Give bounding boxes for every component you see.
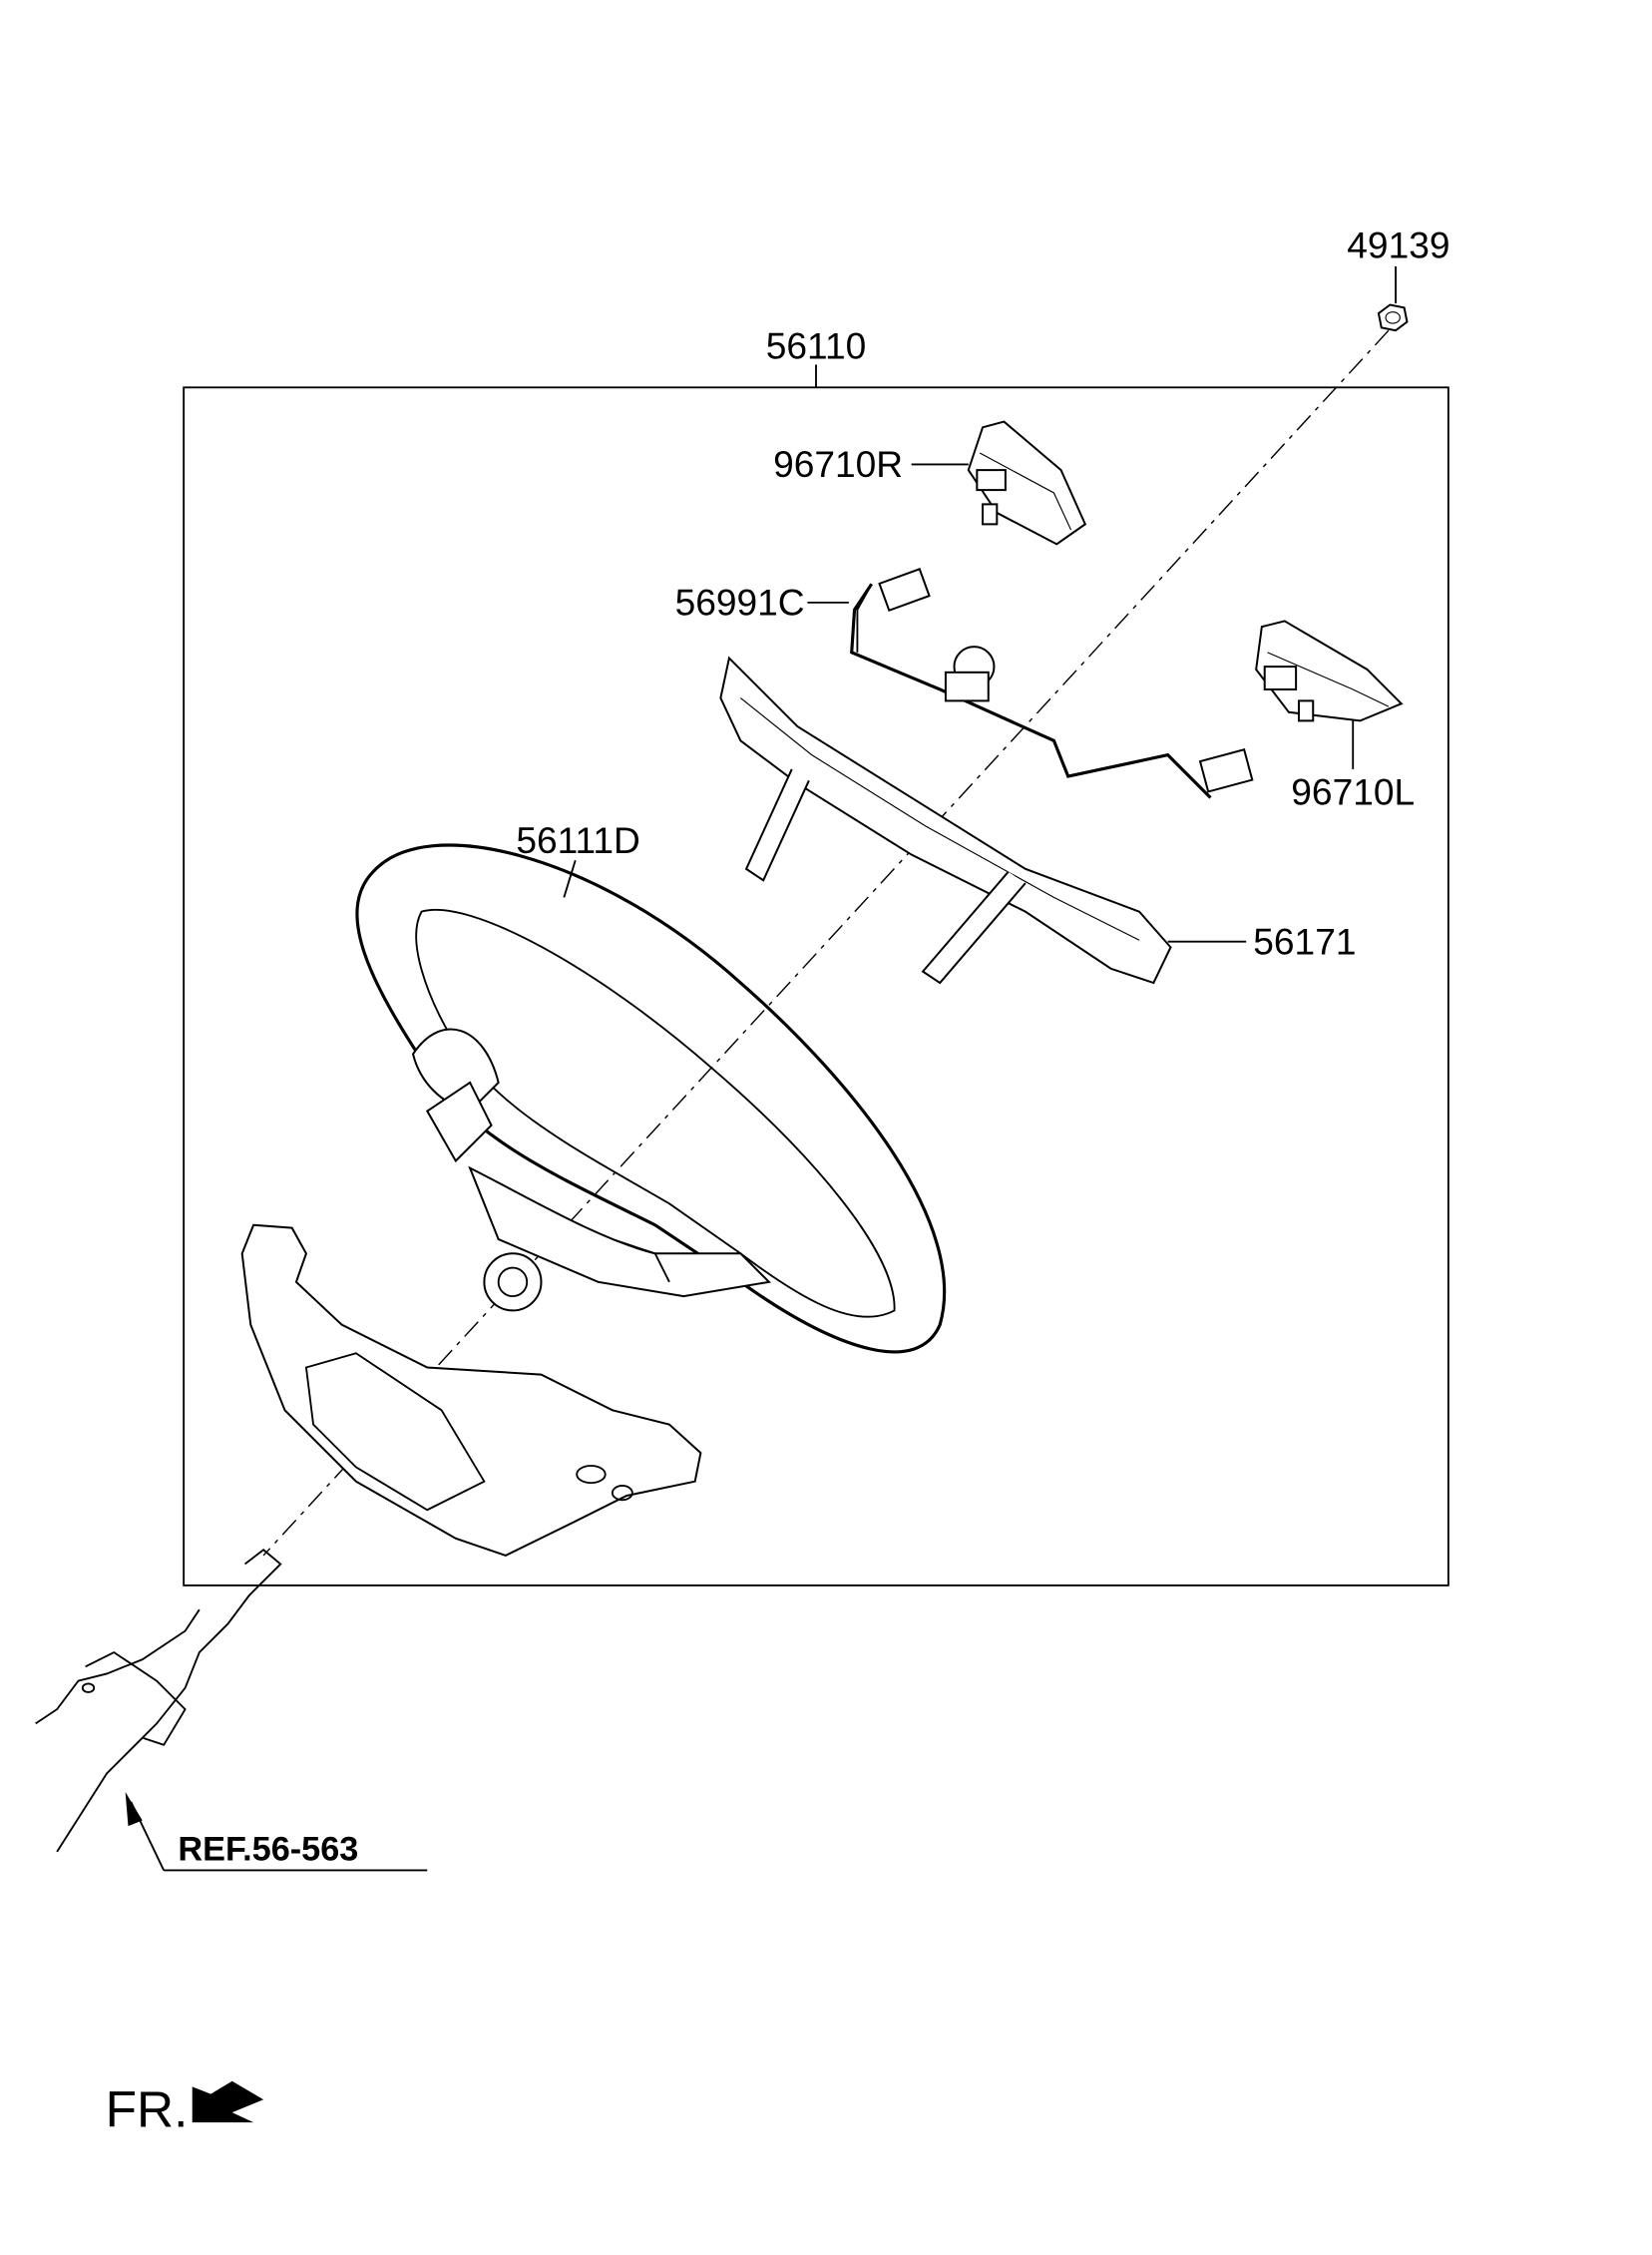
front-marker-label: FR. — [106, 2079, 189, 2137]
cover-part — [719, 656, 1247, 985]
label-49139: 49139 — [1347, 224, 1449, 265]
front-arrow-icon — [192, 2080, 264, 2123]
label-56111D: 56111D — [516, 819, 639, 861]
label-96710R: 96710R — [773, 443, 903, 485]
steering-wheel-part — [355, 843, 947, 1354]
switch-right-part — [911, 420, 1087, 546]
steering-column — [35, 1549, 282, 1853]
nut-part — [1377, 265, 1409, 332]
label-56991C: 56991C — [675, 582, 805, 624]
reference-label: REF.56-563 — [178, 1830, 358, 1868]
label-56110: 56110 — [766, 325, 866, 367]
label-56171: 56171 — [1253, 920, 1356, 962]
switch-left-part — [1255, 620, 1404, 769]
center-axis — [262, 329, 1390, 1557]
lower-cover-part — [240, 1223, 702, 1558]
label-96710L: 96710L — [1291, 771, 1415, 813]
wiring-part — [807, 568, 1254, 799]
reference-leader — [125, 1791, 428, 1872]
